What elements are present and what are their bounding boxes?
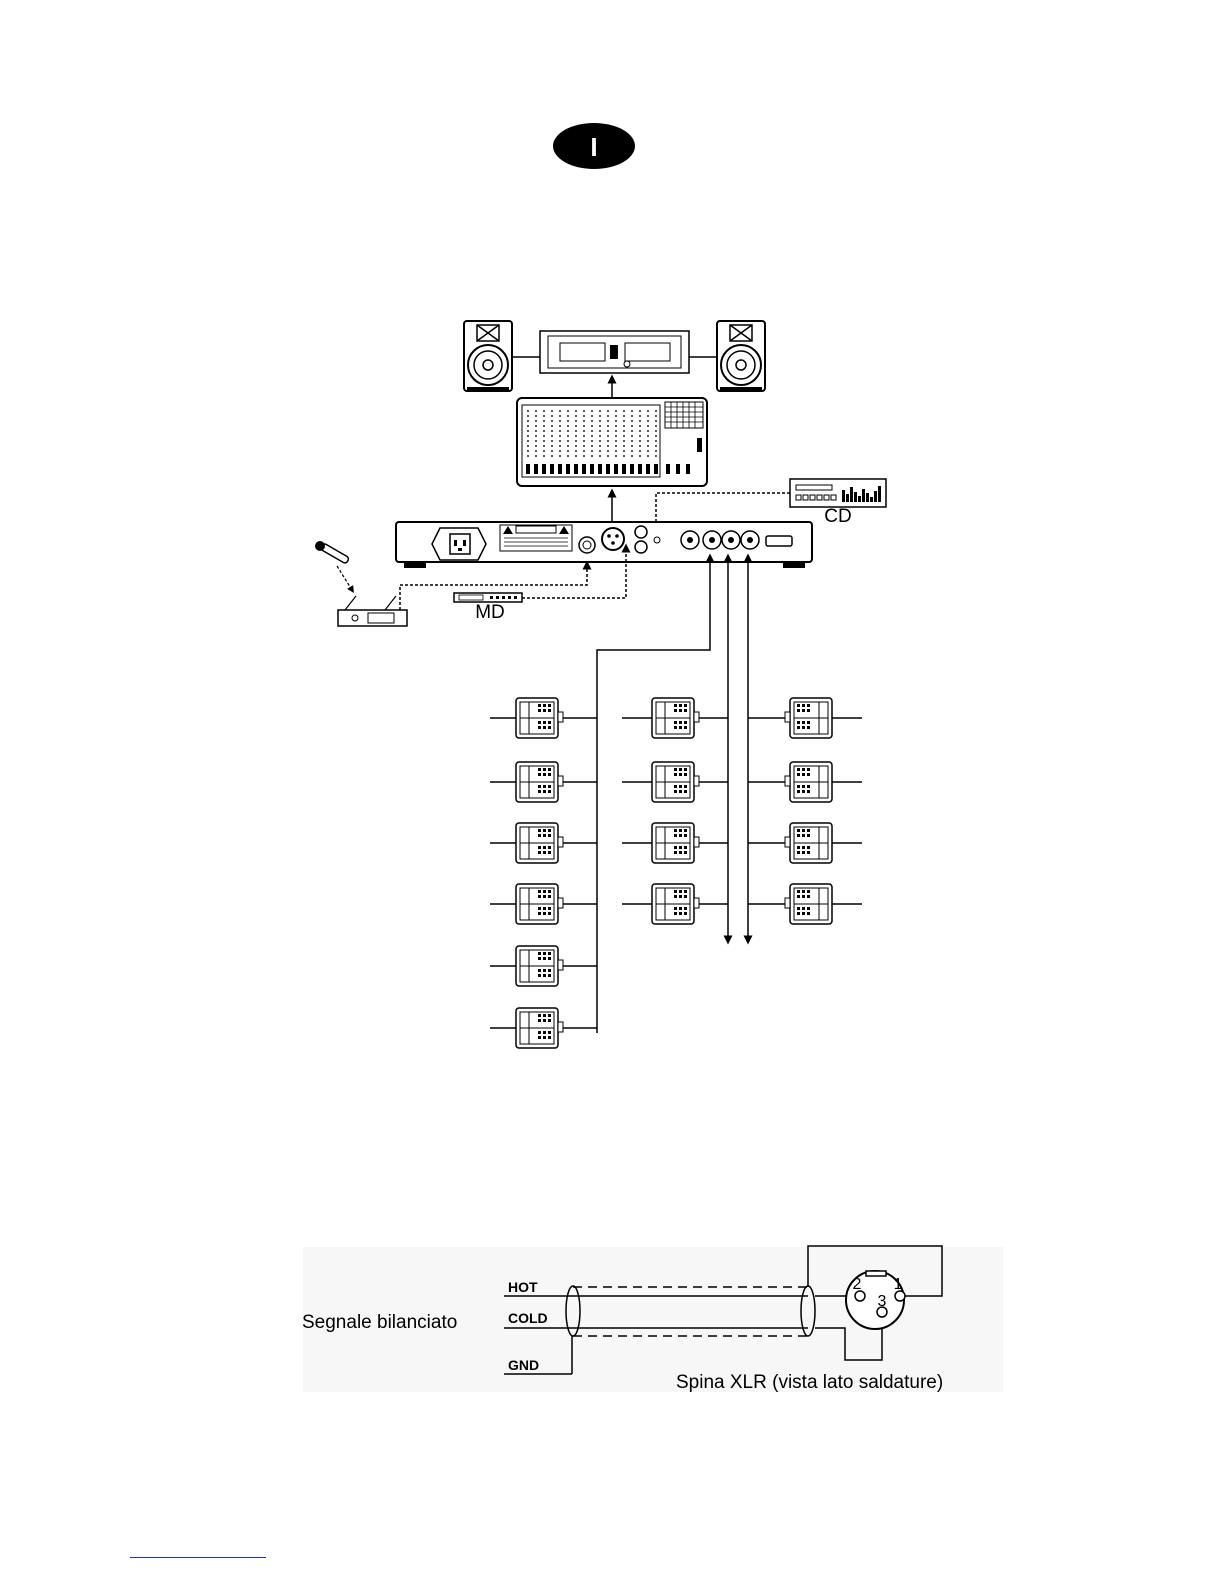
conference-units-middle-column [622, 698, 728, 924]
handheld-microphone [315, 541, 349, 564]
mixing-console [517, 398, 707, 486]
pin-3-label: 3 [878, 1293, 887, 1310]
power-amplifier [513, 331, 716, 373]
balanced-signal-caption: Segnale bilanciato [302, 1312, 457, 1333]
right-loudspeaker [717, 321, 765, 391]
md-player: MD [454, 593, 522, 623]
language-badge-text: I [590, 132, 597, 162]
balanced-wiring-diagram: Segnale bilanciato HOT COLD GND 2 1 3 Sp… [302, 1246, 1003, 1393]
cd-label: CD [824, 506, 851, 527]
cold-wire-label: COLD [508, 1310, 548, 1326]
cd-player: CD [790, 479, 886, 527]
pin-1-label: 1 [894, 1276, 903, 1293]
central-unit-rear-panel [396, 493, 812, 568]
pin-2-label: 2 [853, 1276, 862, 1293]
hot-wire-label: HOT [508, 1279, 538, 1295]
language-badge: I [553, 123, 635, 169]
conference-units-right-column [748, 698, 862, 924]
wireless-receiver [338, 596, 407, 626]
xlr-plug-caption: Spina XLR (vista lato saldature) [676, 1372, 943, 1393]
md-label: MD [475, 602, 505, 623]
left-loudspeaker [464, 321, 512, 391]
footer-link-underline [130, 1557, 266, 1558]
gnd-wire-label: GND [508, 1357, 539, 1373]
conference-units-left-column [490, 698, 597, 1048]
